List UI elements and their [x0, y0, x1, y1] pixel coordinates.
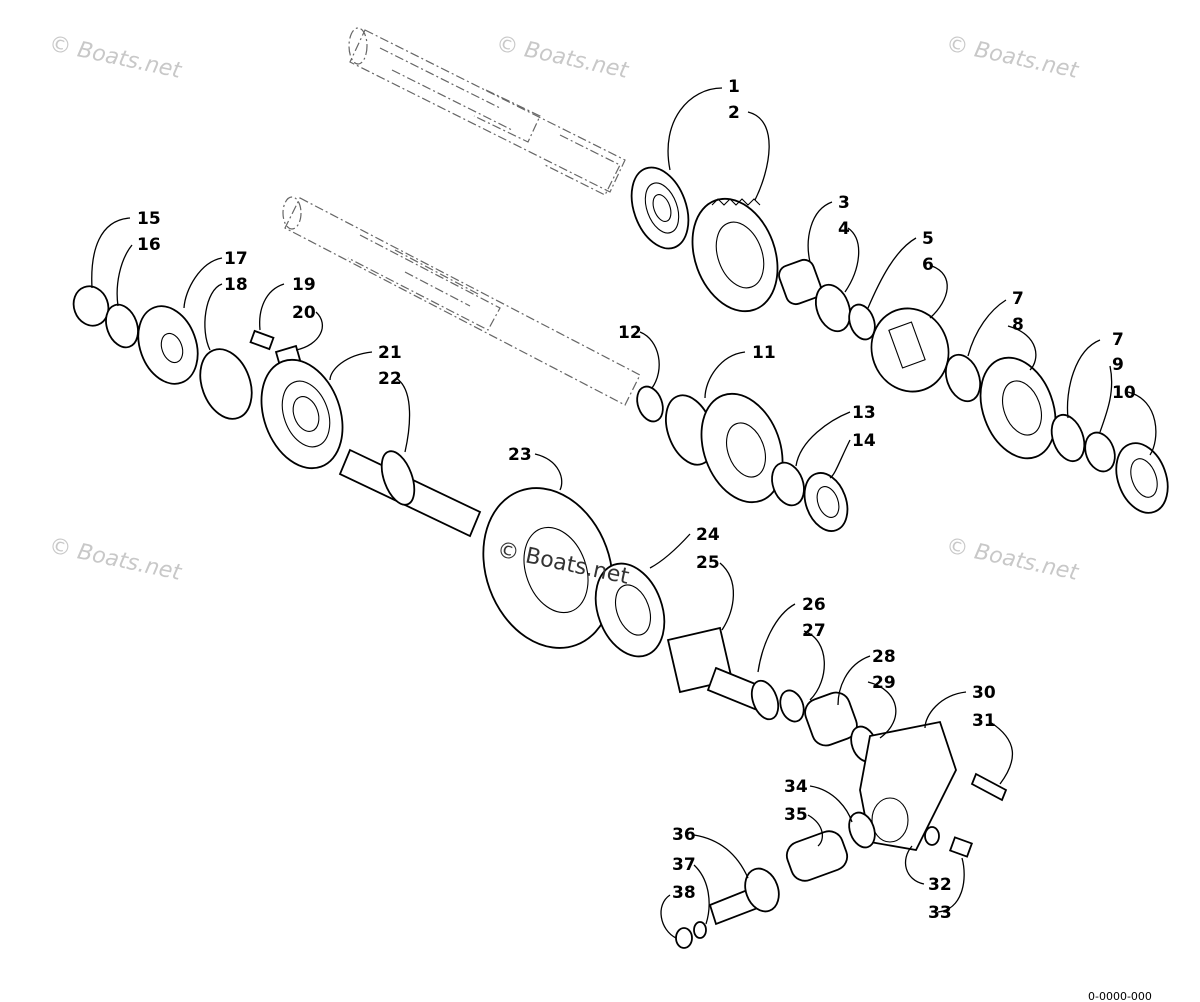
callout-29: 29 — [872, 673, 896, 693]
washer-part-16 — [105, 303, 139, 349]
callout-13: 13 — [852, 403, 876, 423]
o-ring-part-27 — [779, 689, 805, 723]
bearing-part-1 — [630, 166, 690, 250]
callout-27: 27 — [802, 621, 826, 641]
callout-28: 28 — [872, 647, 896, 667]
callout-22: 22 — [378, 369, 402, 389]
washer-part-4 — [814, 283, 852, 333]
callout-8: 8 — [1012, 315, 1024, 335]
callout-32: 32 — [928, 875, 952, 895]
callout-31: 31 — [972, 711, 996, 731]
washer-part-7a — [944, 353, 982, 403]
housing-part-30 — [859, 720, 957, 852]
callouts: 1 2 3 4 5 6 7 8 7 9 10 11 12 13 14 15 16… — [137, 77, 1136, 923]
washer-part-18 — [199, 348, 253, 420]
callout-26: 26 — [802, 595, 826, 615]
gear-part-8 — [979, 356, 1057, 460]
phantom-lower-shaft — [282, 196, 641, 406]
callout-16: 16 — [137, 235, 161, 255]
watermark-mid-right: © Boats.net — [944, 533, 1082, 586]
callout-6: 6 — [922, 255, 934, 275]
sprocket-part-17 — [137, 305, 199, 385]
bearing-part-10 — [1115, 442, 1169, 514]
cluster-gear-part-11 — [665, 392, 784, 504]
o-ring-part-34 — [848, 811, 876, 849]
callout-14: 14 — [852, 431, 876, 451]
callout-12: 12 — [618, 323, 642, 343]
callout-1: 1 — [728, 77, 740, 97]
callout-2: 2 — [728, 103, 740, 123]
callout-9: 9 — [1112, 355, 1124, 375]
washer-part-12 — [636, 385, 664, 423]
callout-18: 18 — [224, 275, 248, 295]
callout-7: 7 — [1012, 289, 1024, 309]
phantom-upper-shaft — [348, 27, 626, 196]
parts — [72, 166, 1169, 949]
watermark-mid-left: © Boats.net — [47, 533, 185, 586]
washer-part-37 — [693, 921, 707, 939]
bolt-part-31 — [970, 772, 1008, 802]
callout-17: 17 — [224, 249, 248, 269]
watermark-top-center: © Boats.net — [494, 31, 632, 84]
shaft-part-22 — [338, 448, 482, 538]
callout-3: 3 — [838, 193, 850, 213]
callout-10: 10 — [1112, 383, 1136, 403]
driven-gear-part-36 — [708, 867, 780, 926]
callout-4: 4 — [838, 219, 850, 239]
callout-33: 33 — [928, 903, 952, 923]
callout-35: 35 — [784, 805, 808, 825]
gear-part-2 — [691, 197, 779, 313]
screw-part-19 — [249, 329, 275, 351]
bearing-part-21 — [260, 358, 344, 470]
washer-part-13 — [771, 461, 805, 507]
watermark-top-right: © Boats.net — [944, 31, 1082, 84]
ring-part-9 — [1084, 431, 1116, 473]
nut-part-15 — [72, 285, 110, 327]
callout-15: 15 — [137, 209, 161, 229]
washer-part-32 — [924, 826, 940, 846]
clip-part-38 — [675, 927, 693, 949]
callout-7b: 7 — [1112, 330, 1124, 350]
callout-36: 36 — [672, 825, 696, 845]
dog-clutch-part-6 — [870, 307, 950, 393]
callout-38: 38 — [672, 883, 696, 903]
callout-37: 37 — [672, 855, 696, 875]
ring-part-5 — [848, 303, 876, 341]
watermark-top-left: © Boats.net — [47, 31, 185, 84]
callout-23: 23 — [508, 445, 532, 465]
bearing-part-24 — [594, 562, 666, 658]
callout-19: 19 — [292, 275, 316, 295]
bearing-part-14 — [803, 472, 849, 532]
gear-part-23 — [482, 487, 614, 649]
drive-gear-part-26 — [706, 666, 780, 721]
bushing-part-3 — [778, 258, 822, 306]
callout-24: 24 — [696, 525, 720, 545]
drawing-number: 0-0000-000 — [1088, 990, 1152, 1002]
callout-34: 34 — [784, 777, 808, 797]
callout-21: 21 — [378, 343, 402, 363]
bushing-part-28 — [804, 691, 858, 747]
leader-lines — [91, 87, 1157, 939]
callout-25: 25 — [696, 553, 720, 573]
callout-5: 5 — [922, 229, 934, 249]
washer-part-7b — [1050, 413, 1086, 463]
callout-30: 30 — [972, 683, 996, 703]
callout-20: 20 — [292, 303, 316, 323]
callout-11: 11 — [752, 343, 776, 363]
bolt-part-33 — [948, 836, 974, 858]
bushing-part-35 — [785, 830, 849, 882]
